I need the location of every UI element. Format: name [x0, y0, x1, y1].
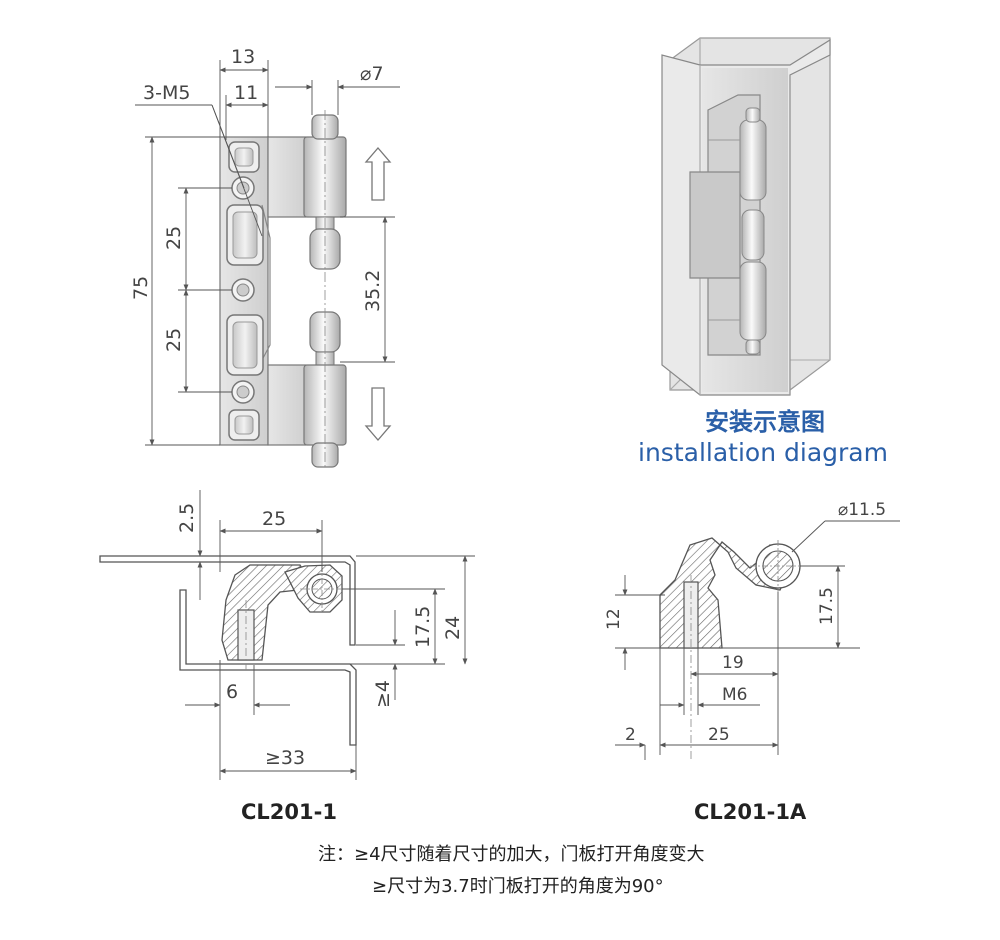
dim-phi7: ⌀7 — [360, 63, 384, 85]
dim-2: 2 — [625, 725, 636, 745]
model-label-cl201-1: CL201-1 — [241, 800, 337, 824]
installation-title-en: installation diagram — [638, 438, 888, 467]
dim-11: 11 — [234, 82, 258, 104]
section-view-cl201-1: 2.5 25 17.5 24 ≥4 6 ≥33 — [99, 490, 475, 780]
installation-title-cn: 安装示意图 — [705, 408, 825, 436]
lower-knuckle-leaf — [267, 364, 307, 446]
dim-17-5: 17.5 — [412, 606, 434, 648]
dim-25-upper: 25 — [163, 226, 185, 250]
dim-m6: M6 — [722, 685, 747, 705]
dim-35-2: 35.2 — [362, 270, 384, 312]
dim-25: 25 — [262, 508, 286, 530]
front-view: 13 11 ⌀7 3-M5 75 25 25 35.2 — [130, 46, 400, 470]
installation-illustration — [661, 37, 831, 396]
dim-min-33: ≥33 — [265, 747, 305, 769]
dim-phi-11-5: ⌀11.5 — [838, 500, 886, 520]
dim-min-4: ≥4 — [372, 680, 394, 708]
dim-25-lower: 25 — [163, 328, 185, 352]
dim-19: 19 — [722, 653, 744, 673]
dim-6: 6 — [226, 681, 238, 703]
section-view-cl201-1a: ⌀11.5 12 17.5 19 M6 2 25 — [604, 500, 900, 760]
note-line-1: 注：≥4尺寸随着尺寸的加大，门板打开角度变大 — [318, 844, 705, 865]
dim-13: 13 — [231, 46, 255, 68]
arrow-up-icon — [364, 147, 392, 201]
model-label-cl201-1a: CL201-1A — [694, 800, 807, 824]
dim-17-5-1a: 17.5 — [817, 587, 837, 625]
dim-24: 24 — [442, 616, 464, 640]
dim-25-1a: 25 — [708, 725, 730, 745]
dim-3-m5: 3-M5 — [143, 82, 190, 104]
note-line-2: ≥尺寸为3.7时门板打开的角度为90° — [372, 876, 664, 897]
dim-2-5: 2.5 — [176, 503, 198, 533]
dim-12: 12 — [604, 608, 624, 630]
arrow-down-icon — [364, 387, 392, 441]
upper-knuckle-leaf — [267, 136, 307, 218]
dim-75: 75 — [130, 276, 152, 300]
